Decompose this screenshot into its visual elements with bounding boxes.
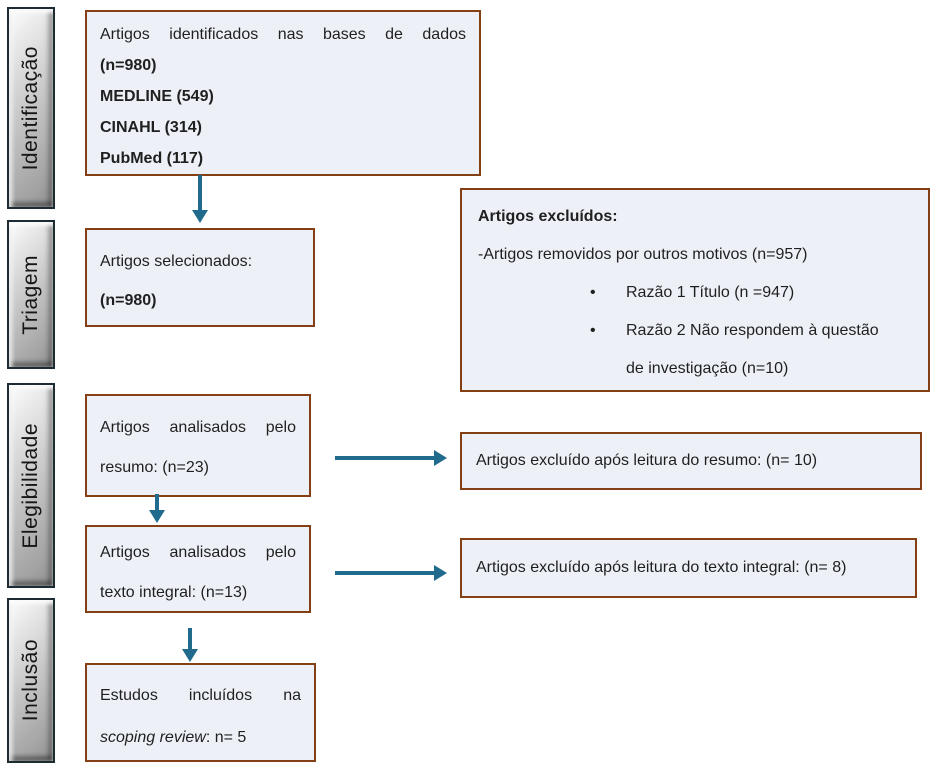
reason-2-text: Razão 2 Não respondem à questão de inves… [626,322,879,377]
stage-bar-triagem: Triagem [7,220,55,369]
included-review-type: scoping review [100,729,206,746]
arrow-right-to-excluded-fulltext [335,565,447,581]
stage-bar-elegibilidade: Elegibilidade [7,383,55,588]
stage-bar-inclusao: Inclusão [7,598,55,763]
selected-line: Artigos selecionados: [100,253,253,270]
box-excluded-after-abstract: Artigos excluído após leitura do resumo:… [460,432,922,490]
arrow-down-abstract-to-fulltext [149,494,165,523]
identified-total: (n=980) [100,57,157,74]
analyzed-abstract-text: Artigos analisados pelo resumo: (n=23) [100,419,296,476]
excluded-reasons-list: Razão 1 Título (n =947) Razão 2 Não resp… [590,274,912,388]
identified-pubmed-count: PubMed (117) [100,150,204,167]
list-item-reason-1: Razão 1 Título (n =947) [590,274,912,312]
selected-total: (n=980) [100,292,157,309]
box-identified-articles: Artigos identificados nas bases de dados… [85,10,481,176]
stage-label-triagem: Triagem [19,254,42,335]
list-item-reason-2: Razão 2 Não respondem à questão de inves… [590,312,912,388]
stage-label-elegibilidade: Elegibilidade [19,422,42,549]
stage-label-identificacao: Identificação [19,45,42,171]
reason-1-text: Razão 1 Título (n =947) [626,284,795,301]
excluded-after-abstract-text: Artigos excluído após leitura do resumo:… [476,452,818,469]
bullet-icon [590,312,626,388]
identified-cinahl-count: CINAHL (314) [100,119,202,136]
box-excluded-after-fulltext: Artigos excluído após leitura do texto i… [460,538,917,598]
identified-medline-count: MEDLINE (549) [100,88,214,105]
box-analyzed-fulltext: Artigos analisados pelo texto integral: … [85,525,311,613]
identified-line: Artigos identificados nas bases de dados [100,26,466,43]
stage-label-inclusao: Inclusão [19,639,42,722]
analyzed-fulltext-text: Artigos analisados pelo texto integral: … [100,544,296,601]
box-excluded-articles: Artigos excluídos: -Artigos removidos po… [460,188,930,392]
arrow-down-fulltext-to-included [182,628,198,662]
bullet-icon [590,274,626,312]
box-analyzed-abstract: Artigos analisados pelo resumo: (n=23) [85,394,311,497]
excluded-removed-line: -Artigos removidos por outros motivos (n… [478,246,808,263]
included-line2: scoping review: n= 5 [100,717,301,759]
stage-bar-identificacao: Identificação [7,7,55,209]
arrow-right-to-excluded-abstract [335,450,447,466]
excluded-after-fulltext-text: Artigos excluído após leitura do texto i… [476,559,847,576]
box-selected-articles: Artigos selecionados: (n=980) [85,228,315,327]
box-included-studies: Estudos incluídos na scoping review: n= … [85,663,316,762]
arrow-down-identified-to-selected [192,175,208,223]
included-line1: Estudos incluídos na [100,687,301,704]
included-count: : n= 5 [205,729,247,746]
excluded-title: Artigos excluídos: [478,208,618,225]
